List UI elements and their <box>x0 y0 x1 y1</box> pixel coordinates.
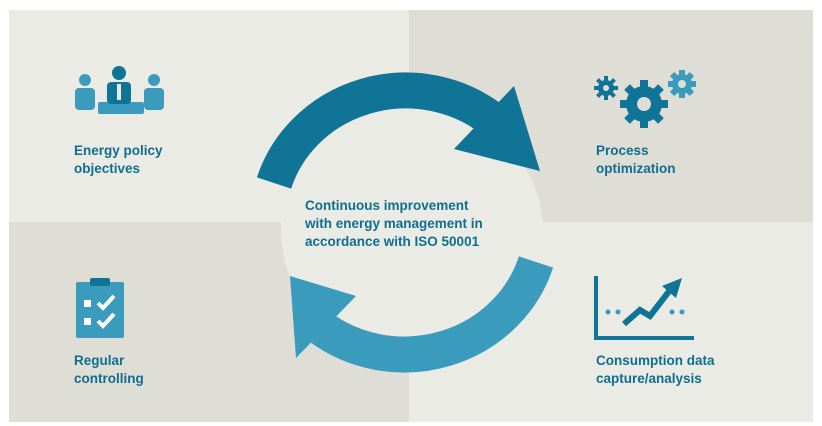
cycle-arrow-top <box>256 72 501 189</box>
trend-chart-icon <box>594 276 694 340</box>
team-meeting-icon <box>75 66 164 114</box>
label-energy-policy: Energy policy objectives <box>74 143 163 176</box>
cycle-arrow-bottom <box>309 256 554 373</box>
cycle-arrow-top-head <box>454 86 540 171</box>
checklist-clipboard-icon <box>76 278 124 338</box>
cycle-arrow-bottom-head <box>290 276 356 358</box>
label-process-optimization: Process optimization <box>596 143 676 176</box>
label-consumption-data: Consumption data capture/analysis <box>596 353 715 386</box>
gears-icon <box>594 70 696 128</box>
center-text: Continuous improvement with energy manag… <box>305 198 483 249</box>
label-regular-controlling: Regular controlling <box>74 353 144 386</box>
